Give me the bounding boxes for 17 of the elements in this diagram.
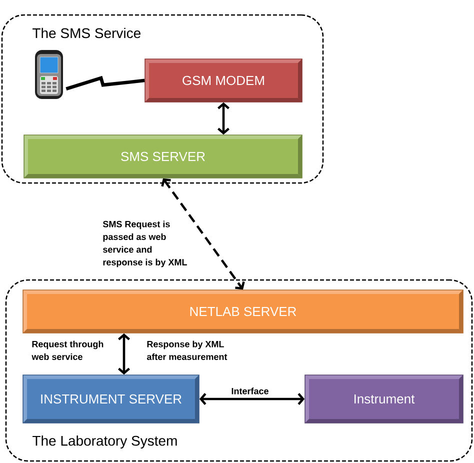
process-box: NETLAB SERVER bbox=[22, 290, 464, 334]
process-box: Instrument bbox=[304, 374, 464, 424]
double-arrow bbox=[118, 333, 130, 375]
edge-label: Interface bbox=[232, 388, 268, 394]
lightning-bolt bbox=[66, 76, 145, 91]
group-title: The Laboratory System bbox=[32, 435, 177, 448]
double-arrow bbox=[199, 393, 305, 405]
group-title: The SMS Service bbox=[32, 28, 140, 38]
process-box: SMS SERVER bbox=[24, 134, 302, 178]
edge-label: SMS Request is passed as web service and response is by XML bbox=[102, 220, 187, 268]
dashed-arrow bbox=[161, 178, 245, 290]
arrow-note: Response by XML after measurement bbox=[146, 340, 228, 360]
mobile-phone-drawing bbox=[35, 50, 63, 99]
double-arrow bbox=[218, 102, 230, 135]
process-box: GSM MODEM bbox=[144, 58, 302, 102]
edge-label: Request through web service bbox=[32, 340, 104, 360]
process-box: INSTRUMENT SERVER bbox=[22, 374, 200, 424]
